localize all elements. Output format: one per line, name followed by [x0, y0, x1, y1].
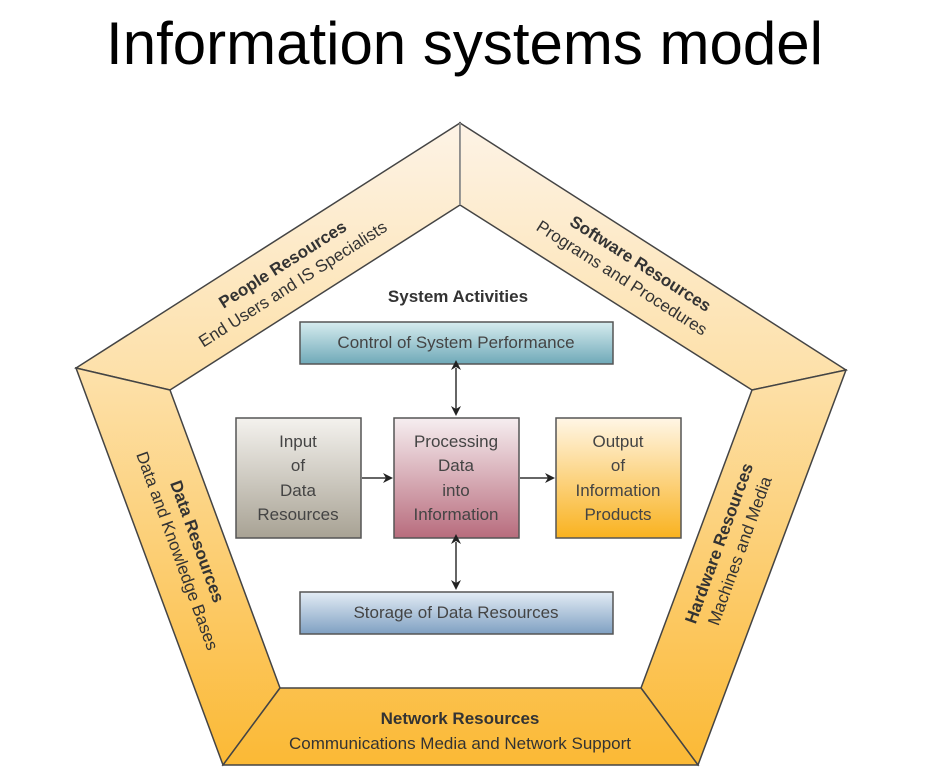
- system-activities-heading: System Activities: [388, 287, 528, 306]
- input-box-line-1: Input: [279, 432, 317, 451]
- page-title: Information systems model: [106, 10, 823, 77]
- frame-segment-network: [221, 687, 700, 766]
- input-box-line-2: of: [291, 456, 305, 475]
- network-resources-title: Network Resources: [381, 709, 540, 728]
- processing-box-line-2: Data: [438, 456, 474, 475]
- input-box: Input of Data Resources: [235, 417, 362, 539]
- output-box-line-4: Products: [584, 505, 651, 524]
- network-resources-desc: Communications Media and Network Support: [289, 734, 631, 753]
- input-box-line-3: Data: [280, 481, 316, 500]
- output-box: Output of Information Products: [555, 417, 682, 539]
- pentagon-frame: [74, 121, 848, 767]
- output-box-line-1: Output: [592, 432, 643, 451]
- input-box-line-4: Resources: [257, 505, 338, 524]
- output-box-line-3: Information: [575, 481, 660, 500]
- processing-box: Processing Data into Information: [393, 417, 520, 539]
- processing-box-line-1: Processing: [414, 432, 498, 451]
- output-box-line-2: of: [611, 456, 625, 475]
- network-resources-label: Network Resources Communications Media a…: [289, 709, 631, 753]
- control-box: Control of System Performance: [299, 321, 614, 365]
- control-box-label: Control of System Performance: [337, 333, 574, 352]
- processing-box-line-4: Information: [413, 505, 498, 524]
- storage-box: Storage of Data Resources: [299, 591, 614, 635]
- processing-box-line-3: into: [442, 481, 469, 500]
- storage-box-label: Storage of Data Resources: [353, 603, 558, 622]
